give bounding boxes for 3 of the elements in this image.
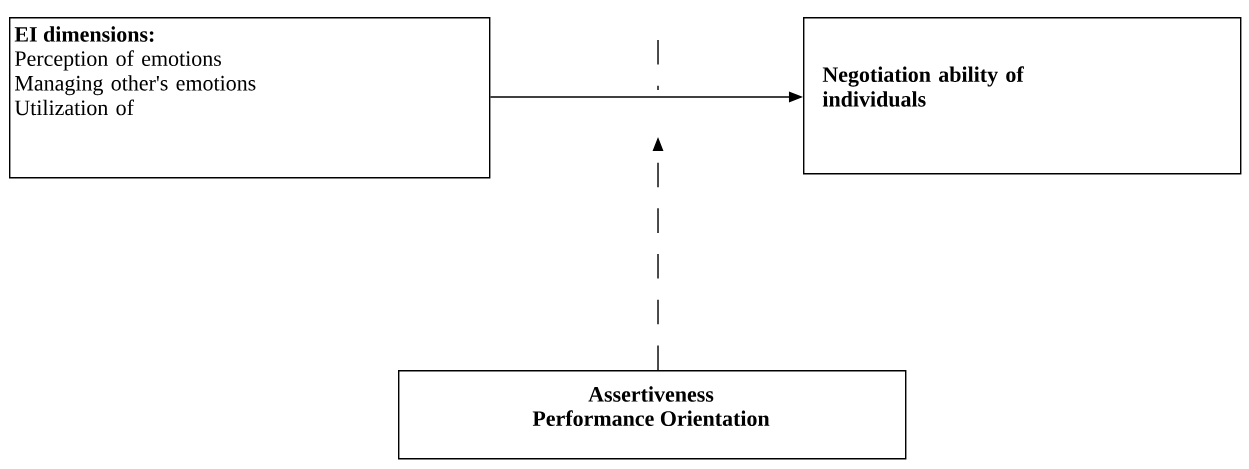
text-box: Negotiation ability of individuals xyxy=(803,17,1242,175)
text-box: EI dimensions: Perception of emotions Managing other's emotions Utilization of xyxy=(9,17,491,179)
text-box: Assertiveness Performance Orientation xyxy=(398,370,907,460)
